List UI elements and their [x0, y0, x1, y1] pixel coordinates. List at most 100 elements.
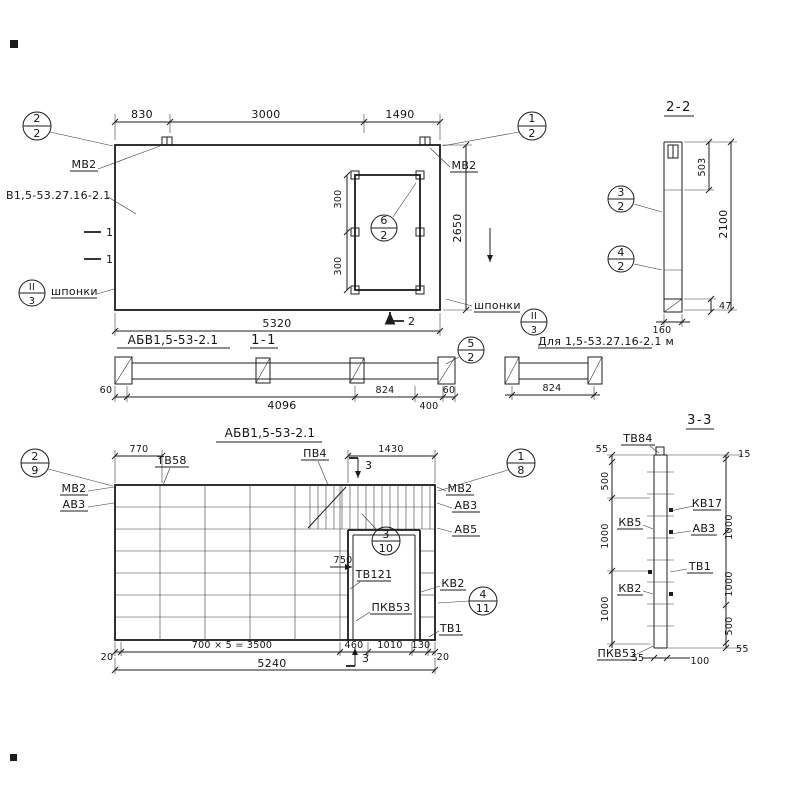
dim-55-bottom: 55 — [632, 653, 645, 664]
callout-num: 3 — [382, 528, 389, 541]
drawing-line — [678, 318, 686, 326]
label-mv2-right: МВ2 — [436, 482, 474, 496]
callout-num: 1 — [528, 112, 535, 125]
drawing-line — [608, 494, 616, 502]
dim-503: 503 — [697, 157, 708, 176]
callout-num: 5 — [467, 337, 474, 350]
section-title: 1-1 — [251, 333, 277, 348]
drawing-line — [436, 118, 444, 126]
section-title: 3-3 — [687, 413, 713, 428]
drawing-line — [343, 286, 351, 294]
callout-1-2: 1 2 — [441, 111, 547, 147]
section-1-1: АБВ1,5-53-2.1 1-1 5 2 60 4096 824 — [100, 333, 674, 412]
section-mark-1: 1 1 — [84, 226, 493, 266]
dim-1000-right-a: 1000 — [724, 514, 735, 539]
dim-824-variant: 824 — [542, 383, 561, 394]
rebar-title: АБВ1,5-53-2.1 — [225, 426, 316, 440]
callout-den: 2 — [33, 127, 40, 140]
callout-2-9: 2 9 — [20, 448, 114, 487]
label-text: ТВ58 — [156, 454, 186, 467]
label-tv1: ТВ1 — [669, 560, 713, 574]
label-text: МВ2 — [448, 482, 473, 495]
callout-3-2: 3 2 — [607, 185, 663, 213]
label-tv1: ТВ1 — [428, 622, 463, 638]
drawing-line — [707, 308, 715, 316]
callout-den: 2 — [380, 229, 387, 242]
dim-55-right: 55 — [736, 644, 749, 655]
dim-2100: 2100 — [717, 209, 730, 238]
drawing-line — [722, 644, 730, 652]
label-text: ТВ1 — [688, 560, 711, 573]
label-text: МВ2 — [72, 158, 97, 171]
section-mark-3: 3 3 — [346, 457, 372, 667]
callout-den: 8 — [517, 464, 524, 477]
drawing-line — [344, 452, 352, 460]
dim-130: 130 — [411, 640, 430, 651]
label-text: ПВ4 — [303, 447, 327, 460]
drawing-line — [727, 306, 735, 314]
drawing-line — [431, 666, 439, 674]
dim-1430: 1430 — [378, 444, 403, 455]
drawing-line — [508, 391, 516, 399]
label-kv2: КВ2 — [420, 577, 466, 593]
callout-num: 2 — [31, 450, 38, 463]
callout-den: 11 — [476, 602, 491, 615]
drawing-line — [111, 666, 119, 674]
callout-den: 3 — [29, 296, 35, 307]
drawing-line — [436, 327, 444, 335]
drawing-line — [462, 141, 470, 149]
drawing-line — [727, 138, 735, 146]
dim-824: 824 — [375, 385, 394, 396]
drawing-line — [111, 393, 119, 401]
label-mv2-left: МВ2 — [60, 482, 115, 496]
drawing-line — [166, 118, 174, 126]
label-text: шпонки — [51, 285, 98, 298]
dim-750: 750 — [333, 555, 352, 566]
dim-300-top: 300 — [333, 189, 344, 208]
rebar-grid — [114, 484, 436, 641]
label-mv2-right: МВ2 — [429, 147, 478, 173]
dim-500-right: 500 — [724, 616, 735, 635]
label-mv2-left: МВ2 — [70, 145, 161, 172]
drawing-line — [408, 648, 416, 656]
callout-1-8: 1 8 — [437, 448, 536, 492]
dim-460: 460 — [344, 640, 363, 651]
section-strip — [114, 356, 456, 385]
dim-47: 47 — [719, 301, 732, 312]
drawing-line — [705, 138, 713, 146]
drawing-line — [722, 455, 730, 463]
drawing-line — [351, 393, 359, 401]
dim-1490: 1490 — [385, 108, 414, 121]
dim-160-group: 160 — [652, 314, 690, 336]
callout-num: II — [29, 282, 35, 293]
label-text: ПКВ53 — [371, 601, 410, 614]
dim-160: 160 — [652, 325, 671, 336]
label-text: АВ3 — [693, 522, 716, 535]
label-text: КВ17 — [692, 497, 723, 510]
dim-5240: 5240 — [257, 657, 286, 670]
section-3-3-left-dims: 55 500 1000 1000 — [596, 444, 654, 648]
drawing-line — [431, 648, 439, 656]
callout-num: 3 — [617, 186, 624, 199]
callout-3-10: 3 10 — [361, 513, 401, 556]
label-tv58: ТВ58 — [155, 454, 189, 486]
drawing-line — [439, 393, 447, 401]
dim-60-left: 60 — [100, 385, 113, 396]
callout-num: 4 — [617, 246, 624, 259]
callout-num: 2 — [33, 112, 40, 125]
drawing-line — [411, 393, 419, 401]
drawing-line — [590, 391, 598, 399]
drawing-line — [608, 567, 616, 575]
dim-2100-group: 2100 — [684, 138, 737, 314]
drawing-line — [158, 452, 166, 460]
drawing-line — [608, 451, 616, 459]
dim-5240-group: 5240 — [111, 657, 439, 674]
callout-num: 1 — [517, 450, 524, 463]
section-label: 2 — [408, 315, 415, 328]
section-3-3-right-dims: 15 1000 1000 500 55 — [667, 449, 750, 655]
label-text: АВ5 — [455, 523, 478, 536]
callout-2-2: 2 2 — [22, 111, 114, 147]
label-av5: АВ5 — [436, 523, 480, 537]
dim-1000-right-b: 1000 — [724, 571, 735, 596]
label-kv17: КВ17 — [669, 497, 723, 512]
